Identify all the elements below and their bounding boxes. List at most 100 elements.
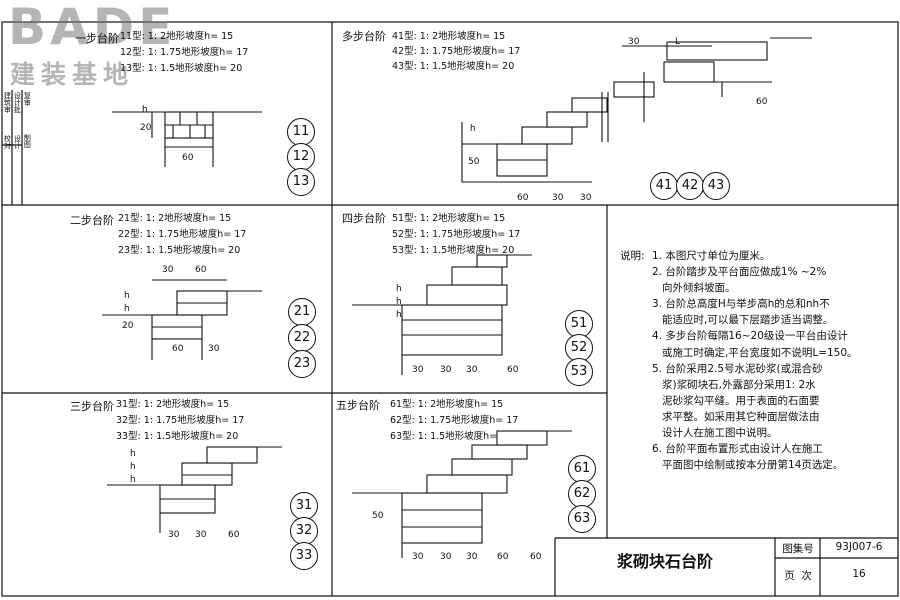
type-row: 53型: 1: 1.5地形坡度h= 20: [392, 245, 515, 256]
side-label: 校对: [3, 135, 12, 149]
watermark-tagline: 建装基地: [10, 60, 135, 89]
notes-list: 1. 本图尺寸单位为厘米。 2. 台阶踏步及平台面应做成1% ~2% 向外倾斜坡…: [652, 250, 858, 475]
page-number-value: 16: [852, 568, 866, 580]
type-row: 31型: 1: 2地形坡度h= 15: [116, 399, 230, 410]
step-drawing-four-step: [352, 254, 532, 375]
panel-title-four-step: 四步台阶: [342, 212, 386, 225]
note-line: 1. 本图尺寸单位为厘米。: [652, 250, 771, 262]
notes-label: 说明:: [620, 250, 645, 262]
type-row: 43型: 1: 1.5地形坡度h= 20: [392, 61, 515, 72]
type-badge-52: 52: [565, 334, 593, 362]
type-row: 11型: 1: 2地形坡度h= 15: [120, 31, 234, 42]
side-label-column: 建筑审 校对: [3, 92, 12, 149]
step-drawing-multi-step: [461, 37, 812, 183]
dim-label: 30: [195, 530, 207, 540]
type-badge-31: 31: [290, 492, 318, 520]
dim-label: h: [142, 105, 148, 115]
dim-label: 50: [468, 157, 480, 167]
type-badge-53: 53: [565, 358, 593, 386]
step-drawing-five-step: [352, 430, 572, 558]
dim-label: 60: [182, 153, 194, 163]
dim-label: h: [470, 124, 476, 134]
dim-label: 20: [140, 123, 152, 133]
type-row: 13型: 1: 1.5地形坡度h= 20: [120, 63, 243, 74]
watermark-logo: BADE: [8, 0, 177, 56]
dim-label: h: [396, 310, 402, 320]
type-badge-51: 51: [565, 310, 593, 338]
type-badge-43: 43: [702, 172, 730, 200]
dim-label: h: [396, 297, 402, 307]
panel-title-five-step: 五步台阶: [336, 399, 380, 412]
type-row: 33型: 1: 1.5地形坡度h= 20: [116, 431, 239, 442]
side-label: 制图: [23, 134, 32, 148]
dim-label: 30: [208, 344, 220, 354]
dim-label: 30: [412, 552, 424, 562]
dim-label: 30: [580, 193, 592, 203]
dim-label: h: [396, 284, 402, 294]
note-line: 2. 台阶踏步及平台面应做成1% ~2%: [652, 266, 827, 279]
dim-label: h: [124, 291, 130, 301]
type-badge-21: 21: [288, 298, 316, 326]
panel-title-three-step: 三步台阶: [70, 400, 114, 413]
note-line: 3. 台阶总高度H与举步高h的总和nh不: [652, 298, 830, 311]
dim-label: 60: [497, 552, 509, 562]
note-line: 5. 台阶采用2.5号水泥砂浆(或混合砂: [652, 362, 823, 375]
dim-label: 20: [122, 321, 134, 331]
side-label-column-3: 复审 制图: [23, 92, 32, 148]
dim-label: 30: [412, 365, 424, 375]
dim-label: 30: [162, 265, 174, 275]
type-badge-23: 23: [288, 350, 316, 378]
type-row: 52型: 1: 1.75地形坡度h= 17: [392, 229, 521, 240]
type-row: 42型: 1: 1.75地形坡度h= 17: [392, 46, 521, 57]
type-row: 22型: 1: 1.75地形坡度h= 17: [118, 229, 247, 240]
type-badge-61: 61: [568, 455, 596, 483]
dim-label: 60: [228, 530, 240, 540]
type-row: 12型: 1: 1.75地形坡度h= 17: [120, 47, 249, 58]
panel-title-one-step: 一步台阶: [75, 32, 119, 45]
note-line: 向外倾斜坡面。: [652, 282, 736, 295]
note-line: 设计人在施工图中说明。: [652, 427, 778, 440]
note-line: 平面图中绘制或按本分册第14页选定。: [652, 459, 844, 472]
step-drawing-one-step: [112, 111, 262, 167]
dim-label: 30: [552, 193, 564, 203]
note-line: 能适应时,可以最下层踏步适当调整。: [652, 314, 834, 327]
note-line: 泥砂浆勾平缝。用于表面的石面要: [652, 394, 820, 407]
note-line: 6. 台阶平面布置形式由设计人在施工: [652, 443, 823, 456]
type-row: 23型: 1: 1.5地形坡度h= 20: [118, 245, 241, 256]
note-line: 或施工时确定,平台宽度如不说明L=150。: [652, 346, 858, 359]
dim-label: 30: [440, 552, 452, 562]
type-badge-11: 11: [287, 118, 315, 146]
type-row: 61型: 1: 2地形坡度h= 15: [390, 399, 504, 410]
note-line: 浆)浆砌块石,外露部分采用1: 2水: [652, 378, 816, 391]
type-row: 32型: 1: 1.75地形坡度h= 17: [116, 415, 245, 426]
type-badge-12: 12: [287, 143, 315, 171]
type-badge-13: 13: [287, 168, 315, 196]
dim-label: 50: [372, 511, 384, 521]
type-badge-62: 62: [568, 480, 596, 508]
panel-title-multi-step: 多步台阶: [342, 30, 386, 43]
step-drawing-three-step: [107, 446, 282, 533]
step-drawing-two-step: [102, 279, 262, 360]
type-badge-42: 42: [676, 172, 704, 200]
type-row: 63型: 1: 1.5地形坡度h= 20: [390, 431, 513, 442]
type-row: 21型: 1: 2地形坡度h= 15: [118, 213, 232, 224]
dim-label: 60: [195, 265, 207, 275]
panel-title-two-step: 二步台阶: [70, 214, 114, 227]
type-badge-32: 32: [290, 517, 318, 545]
dim-label: 30: [466, 552, 478, 562]
page-number-label: 页 次: [784, 570, 812, 582]
dim-label: 30: [168, 530, 180, 540]
dim-label: 30: [440, 365, 452, 375]
drawing-title: 浆砌块石台阶: [616, 552, 713, 571]
dim-label: 60: [530, 552, 542, 562]
atlas-number-label: 图集号: [782, 543, 814, 555]
side-label: 设计批: [13, 92, 22, 113]
dim-label: 60: [756, 97, 768, 107]
side-label: 设计: [13, 135, 22, 149]
type-row: 51型: 1: 2地形坡度h= 15: [392, 213, 506, 224]
type-badge-63: 63: [568, 505, 596, 533]
dim-label: L: [675, 37, 681, 47]
side-label-column-2: 设计批 设计: [13, 92, 22, 149]
dim-label: h: [124, 304, 130, 314]
